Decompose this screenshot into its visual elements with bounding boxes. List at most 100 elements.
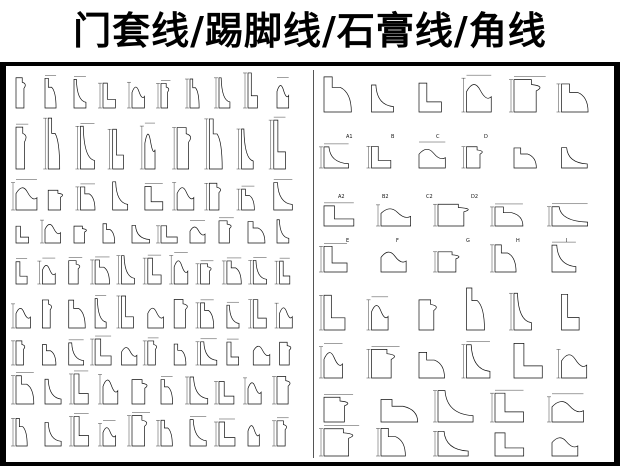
profile-label: H [516,238,520,244]
profile-drawing [490,389,524,423]
profile-drawing [69,413,90,447]
profile-drawing [144,183,164,211]
profile-drawing [15,123,29,170]
page-title: 门套线/踢脚线/石膏线/角线 [73,9,547,53]
profile-drawing [189,416,207,447]
profile-drawing [156,80,171,109]
profile-drawing [248,299,267,329]
profile-drawing [276,219,290,244]
profile-drawing [272,417,289,447]
profile-drawing [195,260,214,285]
profile-drawing [433,203,469,227]
profile-drawing [214,418,236,447]
profile-drawing [189,220,206,244]
profile-drawing [73,76,87,109]
profile-drawing [461,74,492,113]
profile-drawing [274,257,291,285]
profile-drawing [380,251,407,273]
profile-drawing [131,225,150,244]
profile-drawing [268,116,286,170]
profile-drawing [169,252,189,285]
profile-drawing [107,128,124,170]
profile-drawing [127,412,150,447]
profile-drawing [43,117,61,170]
profile-drawing [73,225,87,244]
profile-drawing [160,376,173,405]
profile-drawing [366,146,392,169]
profile-drawing [90,335,112,366]
profile-label: A2 [338,194,345,200]
profile-drawing [185,376,209,405]
profile-drawing [547,203,588,227]
left-profile-panel [6,66,311,462]
profile-drawing [561,147,588,169]
profile-drawing [551,241,577,273]
profile-drawing [279,341,292,366]
profile-drawing [243,72,258,109]
profile-drawing [547,393,584,423]
profile-drawing [218,217,234,244]
profile-drawing [90,256,110,285]
profile-drawing [273,179,293,211]
profile-drawing [433,390,474,423]
profile-drawing [221,257,242,285]
profile-drawing [11,303,31,329]
profile-drawing [252,345,271,366]
profile-label: D [484,134,488,140]
profile-label: B2 [382,194,389,200]
profile-drawing [204,182,221,211]
profile-drawing [173,299,188,329]
profile-drawing [98,420,116,447]
profile-drawing [509,292,532,331]
profile-drawing [319,425,360,457]
profile-drawing [172,127,191,170]
profile-drawing [371,84,394,113]
profile-drawing [172,182,195,211]
profile-drawing [11,418,28,447]
profile-drawing [433,430,469,457]
profile-drawing [418,352,445,379]
profile-drawing [69,370,89,405]
profile-drawing [461,341,491,379]
profile-drawing [274,302,293,329]
profile-drawing [37,257,56,285]
profile-drawing [47,189,63,211]
profile-drawing [173,343,187,366]
profile-drawing [247,425,260,447]
profile-drawing [248,257,267,285]
profile-drawing [11,340,26,366]
profile-drawing [42,299,52,329]
profile-label: I [566,238,567,244]
profile-drawing [75,123,95,170]
profile-drawing [418,82,442,113]
profile-drawing [319,143,349,169]
profile-drawing [127,82,145,109]
profile-label: D2 [471,194,478,200]
profile-drawing [418,299,437,331]
profile-drawing [156,225,178,244]
profile-drawing [366,346,400,379]
profile-drawing [561,293,580,331]
profile-drawing [509,76,546,113]
profile-drawing [214,77,231,109]
profile-drawing [142,337,159,366]
profile-drawing [490,203,524,227]
profile-drawing [185,78,200,109]
profile-drawing [556,83,589,113]
profile-drawing [15,258,28,285]
profile-drawing [44,75,57,109]
left-profile-drawings [11,72,293,447]
profile-drawing [319,243,348,273]
profile-drawing [323,394,354,423]
profile-drawing [195,338,218,366]
profile-drawing [204,118,223,170]
profile-drawing [490,244,517,273]
profile-drawing [513,147,537,169]
profile-drawing [433,251,460,273]
profile-drawing [44,378,62,405]
profile-drawing [112,181,129,211]
profile-drawing [195,299,215,329]
profile-drawing [131,379,148,405]
